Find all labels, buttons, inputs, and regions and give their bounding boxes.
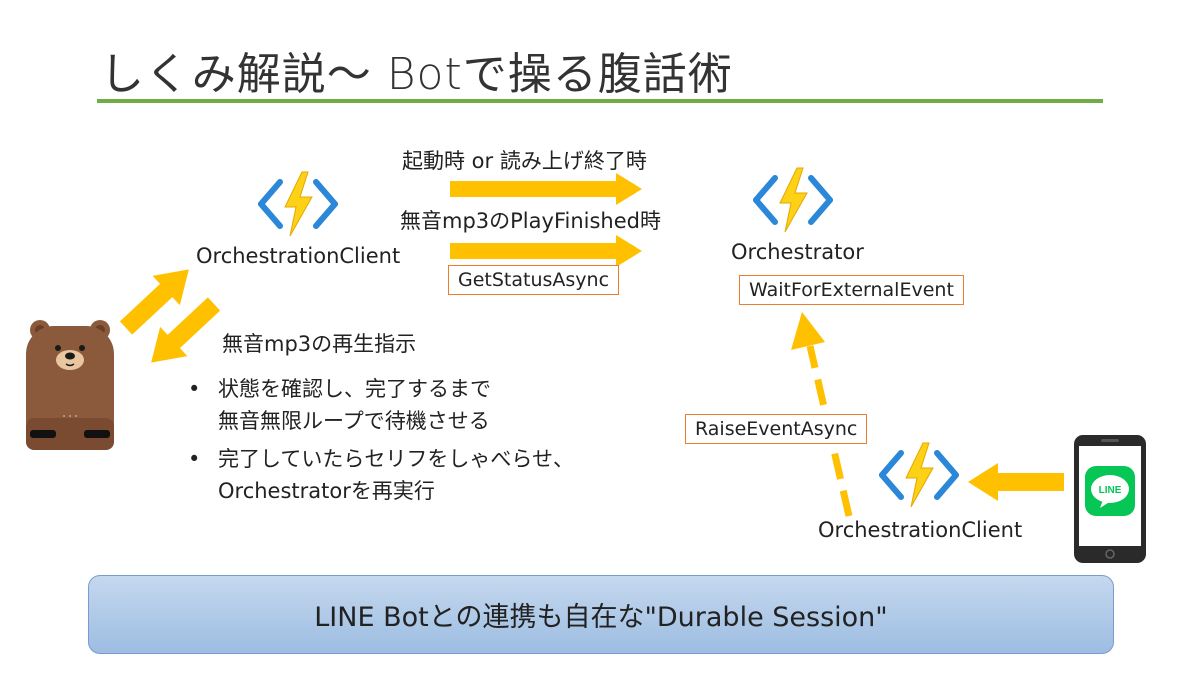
orchestration-client-label-bottom: OrchestrationClient <box>818 518 1023 542</box>
orchestration-client-label-top: OrchestrationClient <box>196 244 401 268</box>
get-status-async-box: GetStatusAsync <box>448 265 620 295</box>
azure-functions-icon <box>879 442 959 508</box>
arrow-left-phone <box>968 463 1064 501</box>
diagonal-arrows <box>119 269 221 363</box>
bullet-line: 無音無限ループで待機させる <box>218 409 490 433</box>
play-silent-label: 無音mp3の再生指示 <box>222 332 417 356</box>
bear-speaker-icon <box>26 320 114 450</box>
bullet-item: 状態を確認し、完了するまで 無音無限ループで待機させる <box>188 373 574 437</box>
bullet-list: 状態を確認し、完了するまで 無音無限ループで待機させる 完了していたらセリフをし… <box>188 373 574 513</box>
smartphone-line-icon: LINE <box>1074 435 1146 563</box>
slide-title: しくみ解説～ Botで操る腹話術 <box>100 49 733 100</box>
bullet-line: 状態を確認し、完了するまで <box>218 377 491 401</box>
bullet-item: 完了していたらセリフをしゃべらせ、 Orchestratorを再実行 <box>188 443 574 507</box>
azure-functions-icon <box>258 171 338 237</box>
arrow-right-bottom <box>450 235 642 267</box>
trigger-label-top: 起動時 or 読み上げ終了時 <box>402 149 647 173</box>
arrow-up-right <box>119 269 189 335</box>
raise-event-async-box: RaiseEventAsync <box>685 414 868 444</box>
summary-banner-text: LINE Botとの連携も自在な"Durable Session" <box>314 602 888 633</box>
title-underline <box>97 99 1103 103</box>
trigger-label-bottom: 無音mp3のPlayFinished時 <box>400 209 661 233</box>
arrow-right-top <box>450 173 642 205</box>
line-logo-text: LINE <box>1099 485 1122 496</box>
bullet-line: 完了していたらセリフをしゃべらせ、 <box>218 447 574 471</box>
arrow-down-left <box>151 297 221 363</box>
wait-for-external-event-box: WaitForExternalEvent <box>739 275 964 305</box>
azure-functions-icon <box>753 167 833 233</box>
bullet-line: Orchestratorを再実行 <box>218 479 435 503</box>
orchestrator-label: Orchestrator <box>731 240 864 264</box>
summary-banner: LINE Botとの連携も自在な"Durable Session" <box>88 575 1114 654</box>
